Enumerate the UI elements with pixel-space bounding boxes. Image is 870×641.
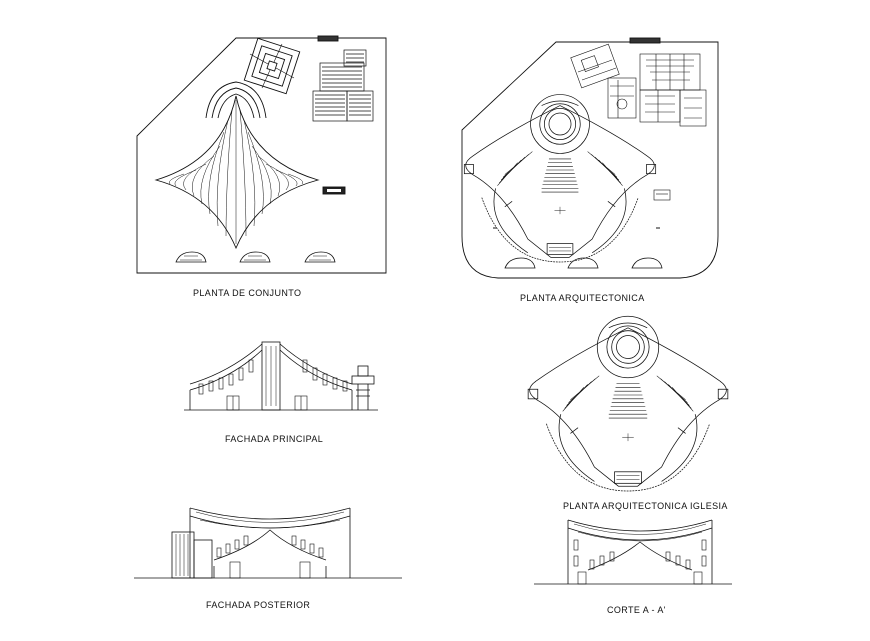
church-plan-drawing [527,315,729,492]
floor-plan-label: PLANTA ARQUITECTONICA [520,293,645,303]
rear-facade-label: FACHADA POSTERIOR [206,600,311,610]
rear-facade-drawing [134,507,402,579]
site-plan-label: PLANTA DE CONJUNTO [193,288,302,298]
section-drawing [534,519,732,585]
main-facade-label: FACHADA PRINCIPAL [225,434,324,444]
floor-plan-drawing [461,37,719,279]
church-plan-label: PLANTA ARQUITECTONICA IGLESIA [563,501,728,511]
site-plan-drawing [136,35,387,274]
section-label: CORTE A - A' [607,605,666,615]
main-facade-drawing [184,341,378,411]
